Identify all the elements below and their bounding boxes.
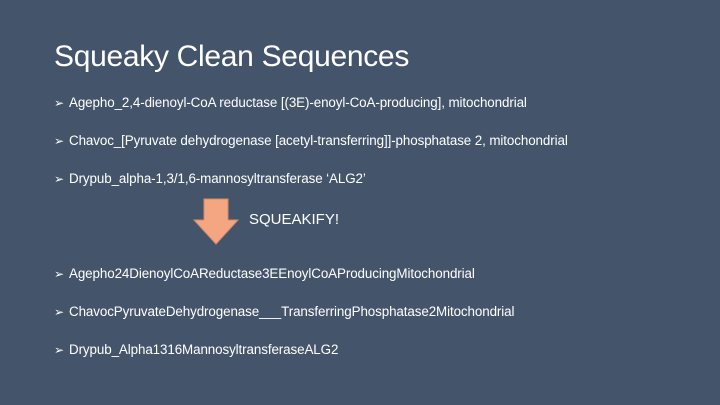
arrowhead-bullet-icon: ➢ (54, 133, 64, 148)
clean-name-text: Drypub_Alpha1316MannosyltransferaseALG2 (69, 342, 339, 357)
list-item-clean-2: ➢ ChavocPyruvateDehydrogenase___Transfer… (54, 304, 514, 319)
slide-title: Squeaky Clean Sequences (54, 40, 410, 73)
squeakify-label: SQUEAKIFY! (249, 211, 340, 228)
arrowhead-bullet-icon: ➢ (54, 304, 64, 319)
down-arrow-icon (192, 198, 240, 245)
arrowhead-bullet-icon: ➢ (54, 342, 64, 357)
original-name-text: Agepho_2,4-dienoyl-CoA reductase [(3E)-e… (69, 95, 527, 110)
list-item-original-2: ➢ Chavoc_[Pyruvate dehydrogenase [acetyl… (54, 133, 568, 148)
original-name-text: Drypub_alpha-1,3/1,6-mannosyltransferase… (69, 171, 366, 186)
list-item-original-1: ➢ Agepho_2,4-dienoyl-CoA reductase [(3E)… (54, 95, 527, 110)
list-item-clean-1: ➢ Agepho24DienoylCoAReductase3EEnoylCoAP… (54, 266, 475, 281)
arrowhead-bullet-icon: ➢ (54, 95, 64, 110)
list-item-clean-3: ➢ Drypub_Alpha1316MannosyltransferaseALG… (54, 342, 338, 357)
arrowhead-bullet-icon: ➢ (54, 266, 64, 281)
clean-name-text: Agepho24DienoylCoAReductase3EEnoylCoAPro… (69, 266, 475, 281)
arrowhead-bullet-icon: ➢ (54, 171, 64, 186)
clean-name-text: ChavocPyruvateDehydrogenase___Transferri… (69, 304, 515, 319)
list-item-original-3: ➢ Drypub_alpha-1,3/1,6-mannosyltransfera… (54, 171, 366, 186)
original-name-text: Chavoc_[Pyruvate dehydrogenase [acetyl-t… (69, 133, 568, 148)
